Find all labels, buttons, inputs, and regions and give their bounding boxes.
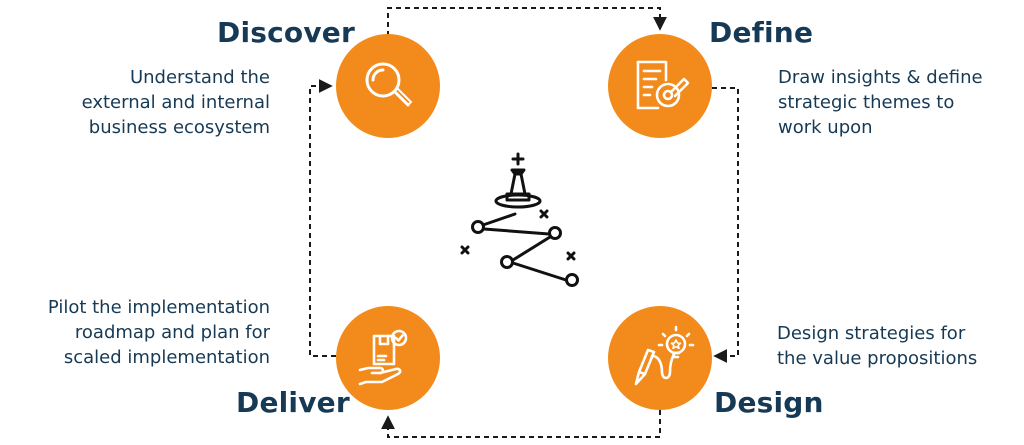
desc-line: work upon (778, 117, 873, 138)
desc-line: business ecosystem (88, 117, 270, 138)
desc-line: strategic themes to (778, 92, 955, 113)
phase-desc-define: Draw insights & define strategic themes … (778, 65, 983, 140)
hand-box-icon (358, 329, 408, 386)
desc-line: Pilot the implementation (47, 297, 270, 318)
phase-title-discover: Discover (217, 16, 355, 49)
arrow-define-to-design (712, 87, 739, 363)
desc-line: Design strategies for (777, 323, 966, 344)
desc-line: external and internal (81, 92, 270, 113)
magnifier-icon (365, 62, 413, 107)
desc-line: Understand the (129, 67, 270, 88)
desc-line: Draw insights & define (778, 67, 983, 88)
desc-line: roadmap and plan for (74, 322, 270, 343)
phase-title-define: Define (709, 16, 814, 49)
chess-strategy-icon (460, 152, 579, 287)
arrow-design-to-deliver (381, 410, 661, 438)
arrow-deliver-to-discover (309, 79, 336, 357)
document-target-icon (636, 60, 690, 110)
phase-circle-design (608, 306, 712, 410)
phase-circle-discover (336, 34, 440, 138)
desc-line: the value propositions (777, 348, 978, 369)
phase-circle-define (608, 34, 712, 138)
phase-title-design: Design (714, 386, 824, 419)
phase-title-deliver: Deliver (236, 386, 350, 419)
phase-desc-deliver: Pilot the implementation roadmap and pla… (48, 295, 270, 370)
pencil-lightbulb-icon (634, 325, 695, 386)
desc-line: scaled implementation (63, 347, 270, 368)
phase-desc-design: Design strategies for the value proposit… (777, 321, 977, 371)
phase-circle-deliver (336, 306, 440, 410)
arrow-discover-to-define (387, 7, 667, 36)
phase-desc-discover: Understand the external and internal bus… (82, 65, 270, 140)
